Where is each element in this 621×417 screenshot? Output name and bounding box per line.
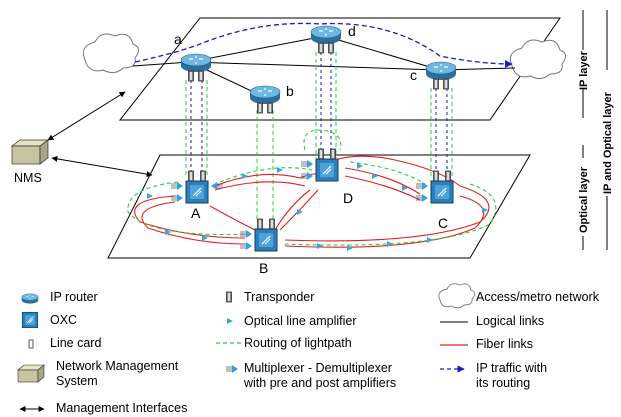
legend: IP router OXC Line card Network Manageme… <box>17 283 600 415</box>
legend-fiber: Fiber links <box>476 337 533 351</box>
oxc-node-B <box>239 218 278 252</box>
ip-traffic-path <box>134 22 513 68</box>
nms-ip-mgmt-arrow <box>47 91 126 141</box>
legend-transponder: Transponder <box>244 290 314 304</box>
ip-optical-layer-label: IP and Optical layer <box>602 91 614 194</box>
oxc-label-A: A <box>191 205 201 221</box>
legend-mux-line2: with pre and post amplifiers <box>243 376 396 390</box>
legend-nms-icon <box>17 364 45 383</box>
nms-label: NMS <box>14 171 42 185</box>
legend-ip-traffic-line1: IP traffic with <box>476 361 547 375</box>
legend-access: Access/metro network <box>476 290 600 304</box>
legend-logical: Logical links <box>476 314 544 328</box>
legend-lightpath: Routing of lightpath <box>244 336 352 350</box>
oxc-node-C <box>415 170 454 204</box>
optical-layer-plane <box>107 154 531 259</box>
legend-mgmt-interfaces: Management Interfaces <box>56 401 187 415</box>
router-a <box>180 53 212 82</box>
oxc-node-A <box>170 170 224 204</box>
router-label-b: b <box>286 83 294 99</box>
oxc-label-B: B <box>259 260 268 276</box>
legend-line-card: Line card <box>50 336 101 350</box>
interlayer-links <box>185 52 453 222</box>
legend-ip-traffic-line2: its routing <box>476 376 530 390</box>
legend-ip-router: IP router <box>50 290 98 304</box>
router-b <box>249 85 281 114</box>
oxc-label-C: C <box>438 215 448 231</box>
router-d <box>310 25 342 54</box>
legend-oxc: OXC <box>50 313 77 327</box>
router-label-d: d <box>348 23 356 39</box>
layer-annotations: IP layer Optical layer IP and Optical la… <box>578 10 614 250</box>
legend-mux-line1: Multiplexer - Demultiplexer <box>244 361 392 375</box>
router-label-c: c <box>410 67 417 83</box>
oxc-node-D <box>300 148 339 182</box>
legend-cloud-icon <box>438 283 476 309</box>
access-cloud-left <box>82 33 139 74</box>
nms-optical-mgmt-arrow <box>51 155 153 178</box>
oxc-label-D: D <box>343 190 353 206</box>
router-c <box>425 61 457 90</box>
legend-optical-amp: Optical line amplifier <box>244 314 357 328</box>
nms-box-icon <box>10 139 50 165</box>
access-cloud-right <box>509 39 566 80</box>
optical-layer-label: Optical layer <box>578 166 590 233</box>
ip-layer-plane <box>118 17 561 121</box>
legend-nms-line1: Network Management <box>56 359 179 373</box>
legend-nms-line2: System <box>56 374 98 388</box>
router-label-a: a <box>174 31 182 47</box>
lightpath-routes <box>127 129 497 246</box>
ip-layer-label: IP layer <box>578 50 590 90</box>
